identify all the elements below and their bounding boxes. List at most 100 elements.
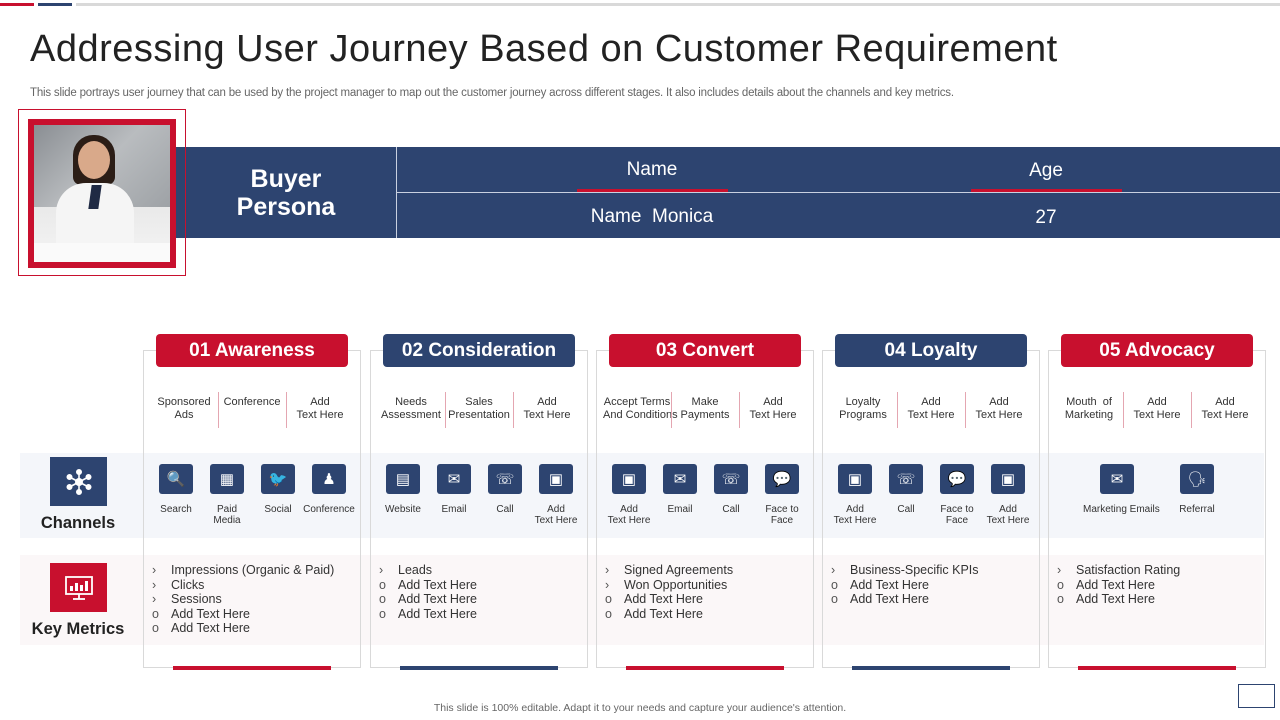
channel-icon-label: Social (264, 504, 292, 515)
footer-note: This slide is 100% editable. Adapt it to… (433, 702, 847, 714)
referral-speaker-icon[interactable]: 🗣 (1180, 464, 1214, 494)
email-icon[interactable]: ✉ (663, 464, 697, 494)
metric-text: Leads (398, 563, 433, 577)
channel-text: Sales Presentation (448, 396, 510, 421)
metric-text: Add Text Here (398, 577, 477, 592)
metric-bullet: o (152, 621, 159, 635)
stage-column-bottom-bar (852, 666, 1010, 670)
metric-bullet: o (605, 606, 612, 621)
metric-bullet: o (152, 606, 159, 621)
metric-item: o Add Text Here (152, 607, 250, 622)
channel-text: Loyalty Programs (839, 396, 887, 421)
marketing-email-icon[interactable]: ✉ (1100, 464, 1134, 494)
top-accent-red (0, 3, 34, 6)
metric-item: o Add Text Here (379, 592, 477, 607)
metric-bullet: › (152, 563, 157, 577)
social-bird-icon[interactable]: 🐦 (261, 464, 295, 494)
channel-icon-label: Conference (303, 504, 355, 515)
channel-text: Add Text Here (296, 396, 344, 421)
add-icon[interactable]: ▣ (838, 464, 872, 494)
metric-bullet: o (831, 577, 838, 592)
media-icon[interactable]: ▦ (210, 464, 244, 494)
metric-bullet: › (605, 577, 610, 592)
face-to-face-icon[interactable]: 💬 (765, 464, 799, 494)
stage-header[interactable]: 05 Advocacy (1061, 334, 1253, 367)
channel-text-divider (445, 392, 446, 428)
metric-bullet: o (379, 592, 386, 606)
channel-icon-label: Add Text Here (986, 504, 1030, 526)
channel-icon-label: Email (441, 504, 467, 515)
metric-item: ›Sessions (152, 592, 222, 607)
channel-text: Add Text Here (523, 396, 571, 421)
metric-text: Add Text Here (171, 621, 250, 635)
phone-call-icon[interactable]: ☏ (488, 464, 522, 494)
name-header-underline (577, 189, 728, 192)
stage-header[interactable]: 04 Loyalty (835, 334, 1027, 367)
stage-header[interactable]: 03 Convert (609, 334, 801, 367)
add-icon[interactable]: ▣ (991, 464, 1025, 494)
channel-icon-label: Website (385, 504, 421, 515)
buyer-persona-label: Buyer Persona (176, 147, 396, 238)
website-icon[interactable]: ▤ (386, 464, 420, 494)
metric-bullet: o (605, 592, 612, 606)
metric-bullet: › (831, 563, 836, 577)
metric-item: ›Leads (379, 563, 432, 578)
channel-icon-label: Face to Face (765, 504, 799, 526)
metric-text: Sessions (171, 592, 222, 606)
channel-text: Add Text Here (1201, 396, 1249, 421)
metric-text: Add Text Here (624, 592, 703, 606)
metric-text: Add Text Here (1076, 592, 1155, 606)
metric-text: Won Opportunities (624, 577, 728, 592)
top-accent-gray (76, 3, 1280, 6)
stage-column-bottom-bar (626, 666, 784, 670)
metric-item: ›Impressions (Organic & Paid) (152, 563, 334, 578)
channel-text-divider (218, 392, 219, 428)
channel-icon-label: Marketing Emails (1083, 504, 1160, 515)
channel-icon-label: Add Text Here (607, 504, 651, 526)
metric-item: ›Business-Specific KPIs (831, 563, 979, 578)
channel-text-divider (286, 392, 287, 428)
email-icon[interactable]: ✉ (437, 464, 471, 494)
stage-column-bottom-bar (173, 666, 331, 670)
add-icon[interactable]: ▣ (539, 464, 573, 494)
add-icon[interactable]: ▣ (612, 464, 646, 494)
search-icon[interactable]: 🔍 (159, 464, 193, 494)
metric-text: Add Text Here (398, 592, 477, 606)
metric-bullet: o (831, 592, 838, 606)
metric-bullet: o (1057, 577, 1064, 592)
channels-icon (50, 457, 107, 506)
stage-header[interactable]: 02 Consideration (383, 334, 575, 367)
photo-frame (18, 109, 186, 276)
face-to-face-icon[interactable]: 💬 (940, 464, 974, 494)
metric-text: Add Text Here (624, 606, 703, 621)
age-value: 27 (1035, 207, 1057, 228)
channel-text-divider (965, 392, 966, 428)
conference-icon[interactable]: ♟ (312, 464, 346, 494)
channel-icon-label: Search (160, 504, 192, 515)
age-header: Age (1029, 160, 1063, 181)
channels-label: Channels (40, 514, 116, 532)
metric-text: Add Text Here (171, 606, 250, 621)
channel-text-divider (897, 392, 898, 428)
channel-icon-label: Call (722, 504, 740, 515)
metric-text: Add Text Here (850, 592, 929, 606)
phone-call-icon[interactable]: ☏ (714, 464, 748, 494)
phone-call-icon[interactable]: ☏ (889, 464, 923, 494)
metric-item: o Add Text Here (831, 592, 929, 607)
channel-icon-label: Paid Media (213, 504, 241, 526)
stage-header[interactable]: 01 Awareness (156, 334, 348, 367)
channel-text-divider (1191, 392, 1192, 428)
metric-text: Satisfaction Rating (1076, 563, 1181, 577)
persona-photo-image (34, 125, 170, 262)
metric-bullet: › (605, 563, 610, 577)
persona-divider-horizontal (397, 192, 1280, 193)
metric-bullet: › (1057, 563, 1062, 577)
metric-item: o Add Text Here (605, 592, 703, 607)
metrics-row-band (20, 555, 1264, 645)
channel-icon-label: Face to Face (940, 504, 974, 526)
channel-icon-label: Add Text Here (534, 504, 578, 526)
metric-item: ›Clicks (152, 578, 204, 593)
